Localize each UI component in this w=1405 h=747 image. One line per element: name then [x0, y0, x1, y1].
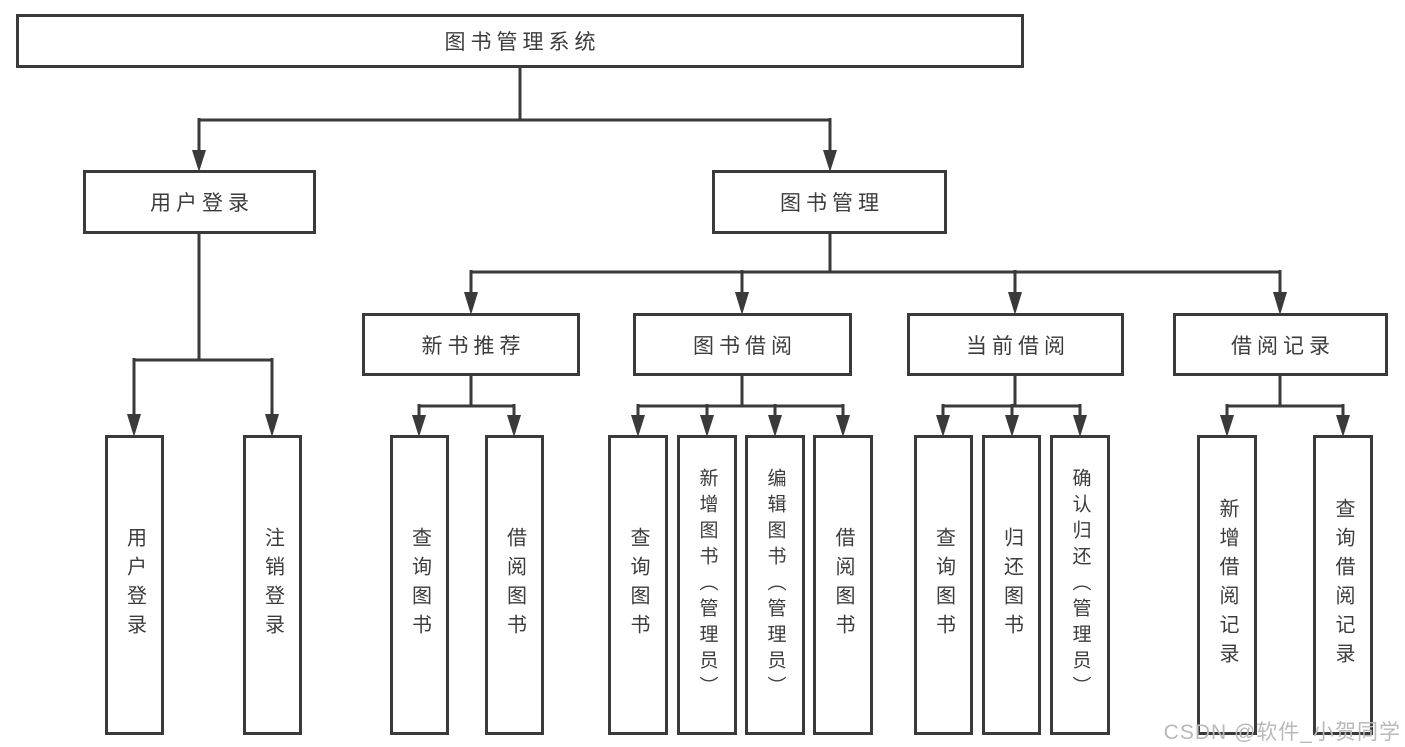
leaf-borrow-query-books: 查询图书	[608, 435, 668, 735]
leaf-borrow-borrow-books: 借阅图书	[813, 435, 873, 735]
csdn-watermark: CSDN @软件_小贺同学	[1163, 721, 1401, 744]
node-book-borrow: 图书借阅	[633, 313, 852, 376]
leaf-current-query-books: 查询图书	[914, 435, 973, 735]
leaf-records-add-record: 新增借阅记录	[1197, 435, 1257, 735]
leaf-records-query-record: 查询借阅记录	[1313, 435, 1373, 735]
leaf-current-confirm-return-admin: 确认归还（管理员）	[1050, 435, 1110, 735]
leaf-recommend-borrow-books: 借阅图书	[485, 435, 544, 735]
leaf-borrow-edit-books-admin: 编辑图书（管理员）	[745, 435, 805, 735]
node-borrow-records: 借阅记录	[1173, 313, 1388, 376]
leaf-logout-login: 注销登录	[243, 435, 302, 735]
node-current-borrow: 当前借阅	[907, 313, 1124, 376]
node-root: 图书管理系统	[16, 14, 1024, 68]
leaf-recommend-query-books: 查询图书	[390, 435, 449, 735]
node-new-book-recommend: 新书推荐	[362, 313, 580, 376]
leaf-borrow-add-books-admin: 新增图书（管理员）	[677, 435, 737, 735]
node-book-management: 图书管理	[712, 170, 947, 234]
node-user-login: 用户登录	[83, 170, 316, 234]
leaf-current-return-books: 归还图书	[982, 435, 1041, 735]
leaf-user-login: 用户登录	[105, 435, 164, 735]
